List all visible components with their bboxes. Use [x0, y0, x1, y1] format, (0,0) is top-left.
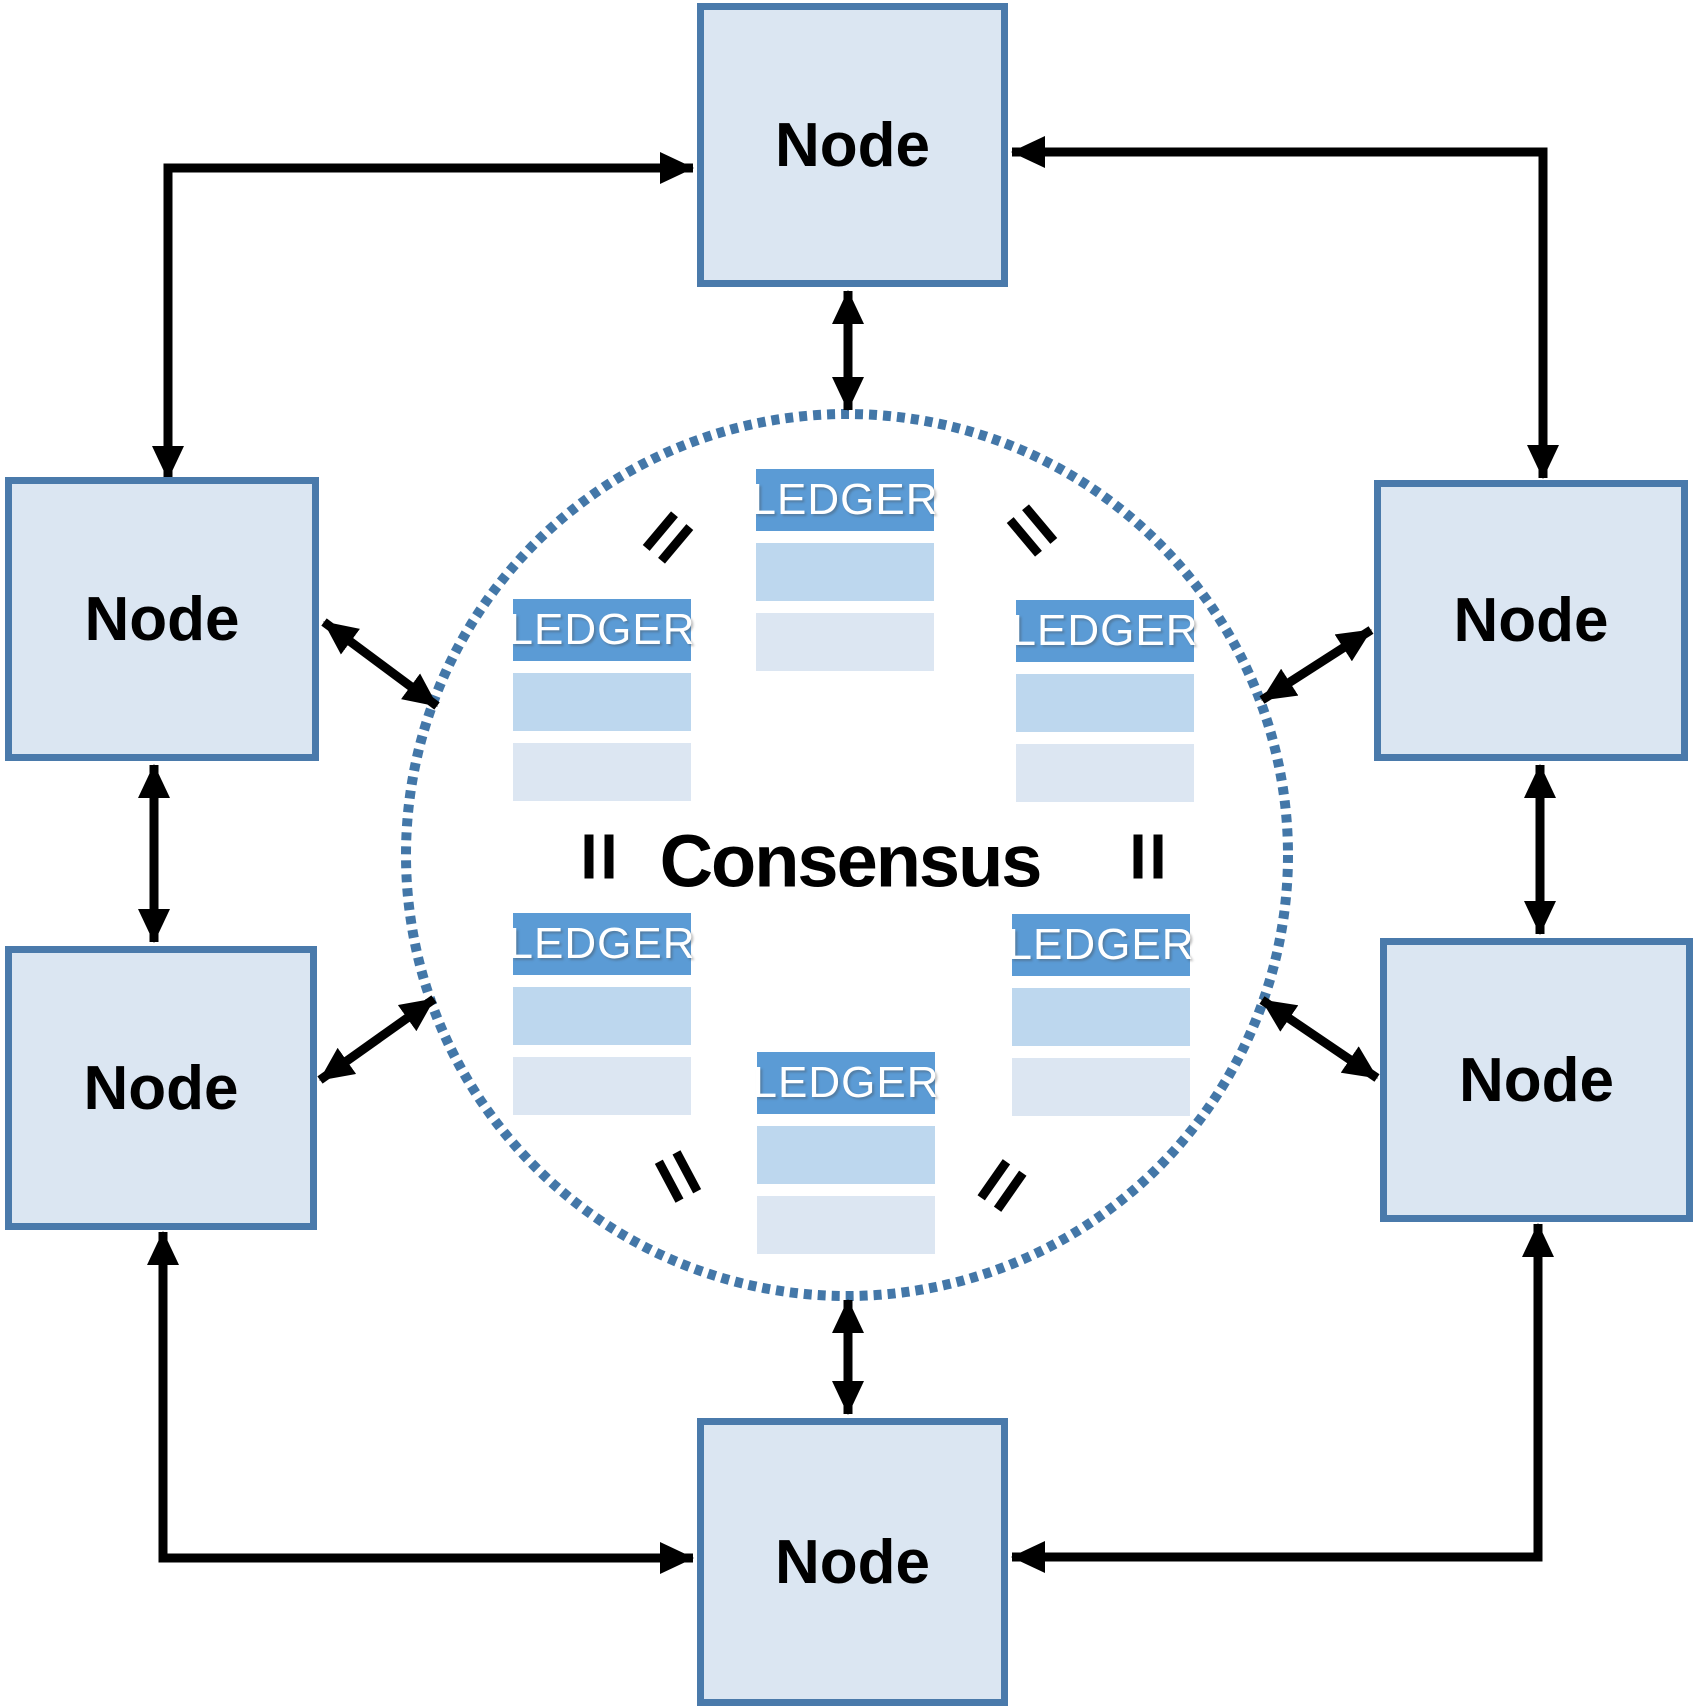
- ledger-table-bottom: LEDGER: [753, 1052, 938, 1254]
- arrow-top-left-connector: [152, 152, 694, 480]
- node-box-bottom: Node: [697, 1418, 1008, 1706]
- node-label: Node: [83, 1053, 239, 1123]
- ledger-header: LEDGER: [1008, 914, 1193, 976]
- ledger-table-top: LEDGER: [752, 469, 937, 671]
- ledger-row: [757, 1196, 935, 1254]
- node-box-lower-right: Node: [1380, 938, 1693, 1222]
- ledger-row: [513, 673, 691, 731]
- consensus-label: Consensus: [659, 819, 1043, 903]
- ledger-row: [1012, 1058, 1190, 1116]
- arrow-upper-left-node-to-ring: [321, 618, 440, 710]
- node-label: Node: [775, 110, 930, 180]
- node-label: Node: [1459, 1045, 1614, 1115]
- ledger-header: LEDGER: [752, 469, 937, 531]
- ledger-table-lower-left: LEDGER: [509, 913, 694, 1115]
- ledger-header: LEDGER: [509, 913, 694, 975]
- node-box-upper-right: Node: [1374, 480, 1688, 761]
- ledger-row: [513, 1057, 691, 1115]
- node-label: Node: [775, 1527, 930, 1597]
- arrow-bottom-right-connector: [1011, 1223, 1554, 1573]
- ledger-row: [1016, 674, 1194, 732]
- ledger-row: [756, 543, 934, 601]
- arrow-top-right-connector: [1011, 136, 1559, 479]
- node-label: Node: [1453, 586, 1609, 655]
- ledger-row: [756, 613, 934, 671]
- arrow-upper-right-node-to-ring: [1259, 626, 1374, 704]
- consensus-ring: [401, 409, 1293, 1301]
- node-box-lower-left: Node: [5, 946, 317, 1230]
- equals-icon-middle-left: [584, 834, 614, 879]
- ledger-table-lower-right: LEDGER: [1008, 914, 1193, 1116]
- ledger-table-upper-left: LEDGER: [509, 599, 694, 801]
- ledger-row: [513, 743, 691, 801]
- arrow-bottom-left-connector: [147, 1231, 694, 1574]
- arrow-lower-right-node-to-ring: [1259, 996, 1380, 1082]
- ledger-row: [1012, 988, 1190, 1046]
- node-box-upper-left: Node: [5, 477, 319, 761]
- ledger-header: LEDGER: [753, 1052, 938, 1114]
- node-box-top: Node: [697, 3, 1008, 287]
- ledger-header: LEDGER: [509, 599, 694, 661]
- node-label: Node: [84, 584, 240, 654]
- ledger-row: [757, 1126, 935, 1184]
- ledger-table-upper-right: LEDGER: [1012, 600, 1197, 802]
- ledger-row: [513, 987, 691, 1045]
- ledger-header: LEDGER: [1012, 600, 1197, 662]
- arrow-lower-left-node-to-ring: [317, 995, 437, 1084]
- equals-icon-middle-right: [1133, 834, 1163, 879]
- ledger-row: [1016, 744, 1194, 802]
